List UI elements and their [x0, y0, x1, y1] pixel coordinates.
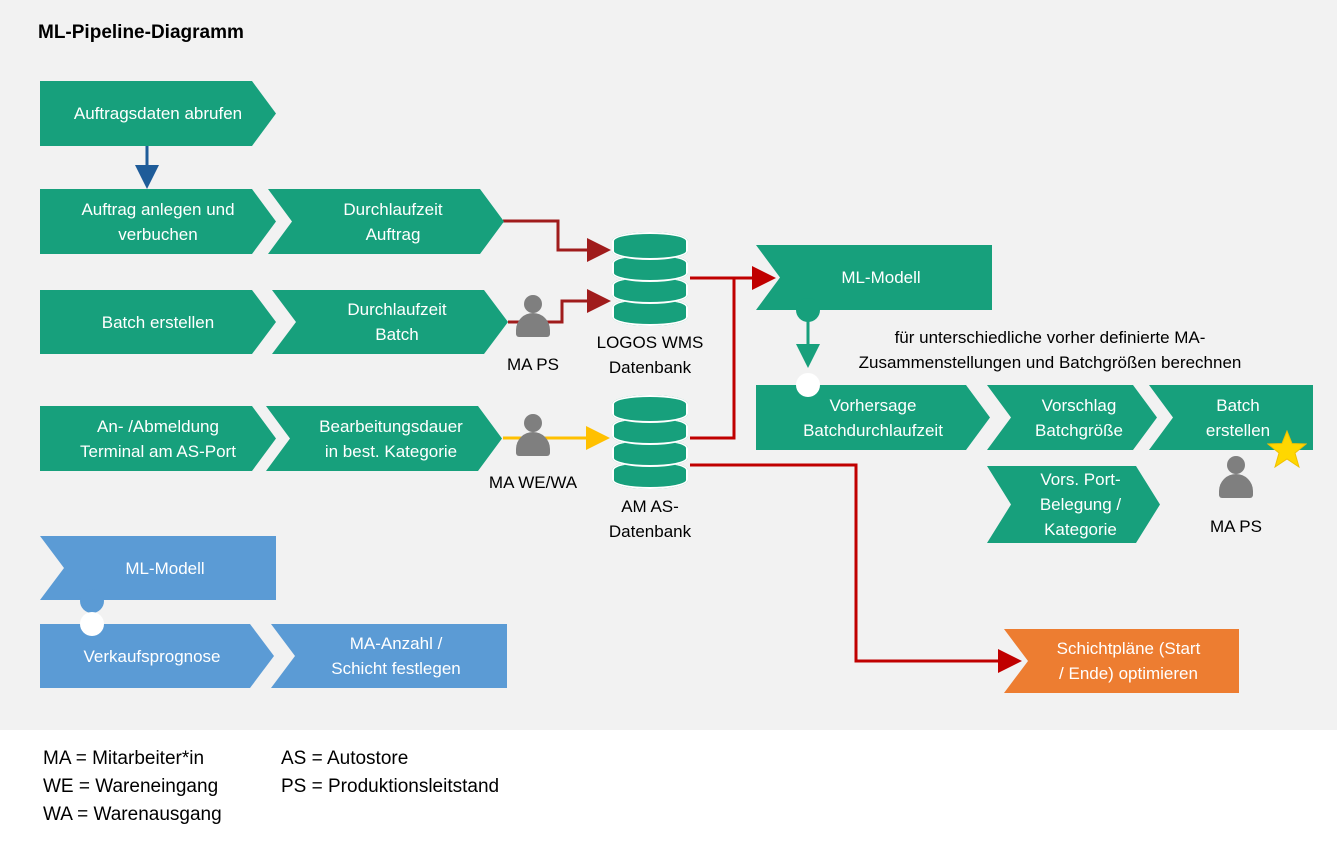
node-verkaufsprognose: Verkaufsprognose	[40, 624, 274, 688]
connector-dot-ml-modell	[796, 298, 820, 322]
legend-item: WA = Warenausgang	[43, 804, 222, 825]
legend-col2: AS = Autostore PS = Produktionsleitstand	[281, 745, 499, 801]
legend-item: WE = Wareneingang	[43, 776, 219, 797]
database-icon-am-as	[612, 395, 688, 491]
node-ma-anzahl: MA-Anzahl / Schicht festlegen	[271, 624, 507, 688]
node-an-abmeldung: An- /Abmeldung Terminal am AS-Port	[40, 406, 276, 471]
legend-col1: MA = Mitarbeiter*in WE = Wareneingang WA…	[43, 745, 222, 829]
node-durchlaufzeit-batch: Durchlaufzeit Batch	[272, 290, 508, 354]
node-batch-erstellen-left: Batch erstellen	[40, 290, 276, 354]
node-ml-modell-green: ML-Modell	[756, 245, 992, 310]
label-ma-ps-right: MA PS	[1210, 517, 1262, 536]
node-bearbeitungsdauer: Bearbeitungsdauer in best. Kategorie	[266, 406, 502, 471]
legend-item: AS = Autostore	[281, 748, 409, 769]
annotation-text: für unterschiedliche vorher definierte M…	[858, 328, 1242, 372]
arrow-durchlaufzeit-auftrag-to-logos	[503, 219, 611, 262]
node-vorhersage: Vorhersage Batchdurchlaufzeit	[756, 385, 990, 450]
label-ma-ps-left: MA PS	[507, 355, 559, 374]
node-durchlaufzeit-auftrag: Durchlaufzeit Auftrag	[268, 189, 504, 254]
node-vorschlag: Vorschlag Batchgröße	[987, 385, 1157, 450]
node-schichtplaene: Schichtpläne (Start / Ende) optimieren	[1004, 629, 1239, 693]
diagram-title: ML-Pipeline-Diagramm	[38, 22, 244, 43]
label-ma-we-wa: MA WE/WA	[488, 473, 578, 492]
database-icon-logos	[612, 232, 688, 328]
node-ml-modell-blue: ML-Modell	[40, 536, 276, 600]
node-auftragsdaten-abrufen: Auftragsdaten abrufen	[40, 81, 276, 146]
person-icon-ma-ps-left	[516, 295, 550, 337]
node-auftrag-anlegen: Auftrag anlegen und verbuchen	[40, 189, 276, 254]
label-logos-db: LOGOS WMS Datenbank	[596, 333, 704, 377]
legend-item: PS = Produktionsleitstand	[281, 776, 500, 797]
arrow-amas-to-schichtplaene	[690, 463, 1022, 673]
connector-dot-verkaufsprognose	[80, 612, 104, 636]
connector-dot-vorhersage	[796, 373, 820, 397]
connector-dot-ml-modell-blue	[80, 589, 104, 613]
arrow-amas-to-ml-modell	[690, 278, 736, 440]
legend-item: MA = Mitarbeiter*in	[43, 748, 205, 769]
label-am-as-db: AM AS- Datenbank	[608, 497, 692, 541]
person-icon-ma-we-wa	[516, 414, 550, 456]
star-icon	[1267, 430, 1307, 468]
node-vors-port: Vors. Port- Belegung / Kategorie	[987, 466, 1160, 543]
person-icon-ma-ps-right	[1219, 456, 1253, 498]
